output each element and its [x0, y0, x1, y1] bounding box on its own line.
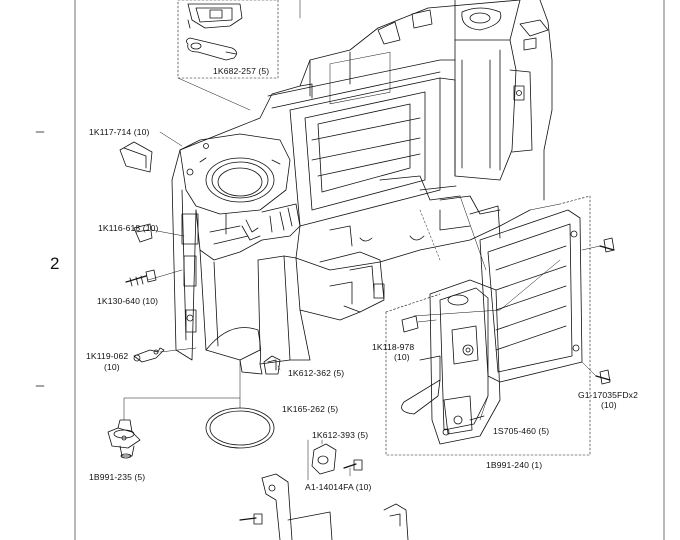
label-1k165-262: 1K165-262 (5) — [282, 404, 339, 414]
label-1k682-257: 1K682-257 (5) — [213, 66, 270, 76]
part-screw-right-top — [599, 237, 615, 253]
label-1b991-240: 1B991-240 (1) — [486, 460, 543, 470]
part-bottom-right — [383, 503, 409, 540]
label-g1-17035fd-qty: (10) — [601, 400, 617, 410]
sheet-number: 2 — [50, 254, 60, 273]
part-clip-362 — [263, 355, 281, 375]
label-1k116-618: 1K116-618 (10) — [98, 223, 159, 233]
part-small-bracket-left — [133, 223, 153, 243]
part-ring-262 — [205, 407, 275, 449]
label-1k612-393: 1K612-393 (5) — [312, 430, 369, 440]
part-strap-lug — [107, 419, 141, 459]
label-a1-14014fa: A1-14014FA (10) — [305, 482, 372, 492]
label-1k119-062-qty: (10) — [104, 362, 120, 372]
part-bottom-screw — [239, 513, 263, 525]
dashed-group-right — [385, 195, 591, 456]
part-label-plate — [119, 141, 153, 173]
dashed-group-top — [177, 0, 279, 79]
part-shutter-plate — [479, 209, 583, 383]
leader-lines — [123, 0, 601, 481]
part-small-plate-978 — [401, 315, 419, 333]
part-screw-393 — [343, 459, 363, 471]
part-spring-left — [133, 347, 165, 363]
label-1k118-978: 1K118-978 — [372, 342, 415, 352]
part-bottom-bracket — [261, 473, 333, 540]
part-lever-top — [186, 37, 237, 61]
label-1k119-062: 1K119-062 — [86, 351, 129, 361]
part-shutter-unit — [401, 279, 501, 445]
label-1k612-362: 1K612-362 (5) — [288, 368, 345, 378]
label-1k117-714: 1K117-714 (10) — [89, 127, 150, 137]
label-1k118-978-qty: (10) — [394, 352, 410, 362]
part-screw-left — [125, 269, 157, 287]
part-bracket-393 — [311, 443, 337, 475]
part-bracket-top — [187, 3, 243, 29]
label-1s705-460: 1S705-460 (5) — [493, 426, 550, 436]
label-1k130-640: 1K130-640 (10) — [97, 296, 159, 306]
main-body-frame — [171, 0, 553, 375]
label-g1-17035fd: G1-17035FDx2 — [578, 390, 638, 400]
part-screw-right-bottom — [595, 369, 611, 385]
label-1b991-235: 1B991-235 (5) — [89, 472, 146, 482]
